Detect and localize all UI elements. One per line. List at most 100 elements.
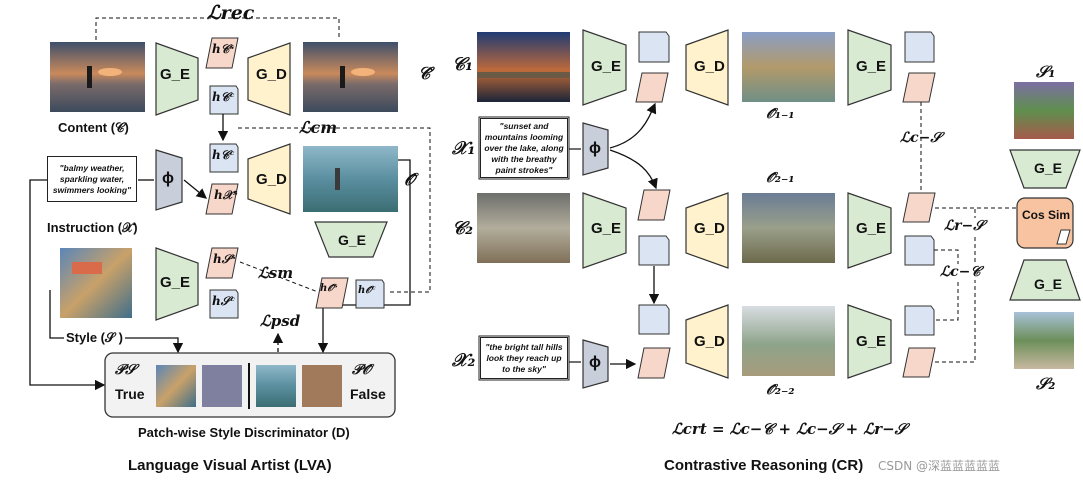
encoder-cr-3 xyxy=(582,192,627,269)
cr-title: Contrastive Reasoning (CR) xyxy=(664,457,864,474)
phi-cr-1 xyxy=(582,122,609,176)
feat-label-h-x-s: h𝒳ˢ xyxy=(214,188,238,202)
loss-rec: ℒrec xyxy=(207,2,255,24)
encoder-s2 xyxy=(1009,259,1081,301)
cr-feat-x2-s xyxy=(637,347,671,379)
cc-loss-line xyxy=(934,249,959,321)
loss-cs: ℒc−𝒮 xyxy=(900,130,942,146)
content-image-person xyxy=(87,66,92,88)
c2-symbol: 𝒞₂ xyxy=(452,218,474,239)
feat-h-c-c xyxy=(209,85,239,115)
disc-patch-3 xyxy=(256,365,296,407)
content-label: Content (𝒞) xyxy=(58,120,129,135)
encoder-cr-label-3: G_E xyxy=(591,220,622,237)
decoder-cr-label-2: G_D xyxy=(694,220,725,237)
arrow-phi-hx xyxy=(183,179,208,199)
instruction-label: Instruction (𝒳) xyxy=(47,220,138,235)
cos-sim-label: Cos Sim xyxy=(1022,208,1071,222)
feat-h-o-c xyxy=(355,279,385,309)
feat-h-o-s xyxy=(315,277,349,309)
cr-feat-c2-s xyxy=(637,189,671,221)
encoder-lva-1 xyxy=(155,42,199,116)
encoder-cr-label-5: G_E xyxy=(856,333,887,350)
feat-label-h-s-s: h𝒮ˢ xyxy=(213,252,236,266)
s1-symbol: 𝒮₁ xyxy=(1036,62,1056,81)
decoder-label-1: G_D xyxy=(256,66,287,83)
content-image xyxy=(50,42,145,112)
x2-symbol: 𝒳₂ xyxy=(452,350,476,371)
cr-feat-o21-c xyxy=(904,235,935,266)
c1-symbol: 𝒞₁ xyxy=(452,54,474,75)
decoder-cr-2 xyxy=(685,192,729,269)
s2-image xyxy=(1014,312,1074,369)
decoder-cr-3 xyxy=(685,304,729,379)
rs-loss-line-2 xyxy=(935,208,976,363)
disc-patch-4 xyxy=(302,365,342,407)
cr-feat-c2-c xyxy=(638,235,670,266)
disc-left-value: True xyxy=(115,386,145,402)
x1-text: "sunset and mountains looming over the l… xyxy=(480,118,568,178)
disc-right-value: False xyxy=(350,386,386,402)
disc-right-symbol: 𝒫𝒪̂ xyxy=(352,362,371,378)
feat-label-h-s-c: h𝒮ᶜ xyxy=(212,294,236,308)
cos-sim-feat-icon xyxy=(1056,229,1071,245)
cr-feat-o11-c xyxy=(904,31,935,63)
content-image-sun xyxy=(98,68,122,76)
output-to-disc-line xyxy=(317,159,411,354)
o11-image xyxy=(742,32,835,102)
recon-symbol: 𝒞̂ xyxy=(418,64,431,84)
cr-feat-o22-c xyxy=(904,305,935,336)
encoder-s1 xyxy=(1009,149,1081,189)
phi-to-o11-arrow xyxy=(609,102,657,149)
decoder-label-2: G_D xyxy=(256,171,287,188)
feat-h-s-c xyxy=(209,289,239,319)
encoder-lva-3 xyxy=(155,247,199,321)
feat-label-h-o-s: h𝒪̂ˢ xyxy=(320,283,338,294)
encoder-s2-label: G_E xyxy=(1034,276,1063,292)
encoder-label-under: G_E xyxy=(338,232,367,248)
cr-feat-c1-c xyxy=(638,31,670,63)
lva-instruction-text: "balmy weather, sparkling water, swimmer… xyxy=(47,156,137,202)
c1-image-bridge xyxy=(477,72,570,78)
loss-cm: ℒcm xyxy=(299,118,338,137)
encoder-cr-2 xyxy=(847,29,892,106)
total-loss-formula: ℒcrt = ℒc−𝒞 + ℒc−𝒮 + ℒr−𝒮 xyxy=(672,420,907,438)
cr-feat-x2-c xyxy=(638,304,670,335)
phi-cr-2 xyxy=(582,339,609,389)
loss-psd: ℒpsd xyxy=(260,312,301,330)
cr-feat-o21-s xyxy=(902,192,936,223)
encoder-cr-label-2: G_E xyxy=(856,58,887,75)
encoder-cr-label-4: G_E xyxy=(856,220,887,237)
o22-image xyxy=(742,306,835,376)
output-symbol: 𝒪̂ xyxy=(404,170,415,190)
cr-feat-o11-s xyxy=(902,72,936,103)
feat-h-c-s xyxy=(205,37,239,69)
o11-symbol: 𝒪̂₁₋₁ xyxy=(766,106,795,122)
feat-label-h-o-c: h𝒪̂ᶜ xyxy=(358,285,376,296)
cm-loss-line xyxy=(238,127,431,293)
style-label: Style (𝒮 ) xyxy=(64,330,126,346)
x1-symbol: 𝒳₁ xyxy=(452,138,476,159)
decoder-cr-label-1: G_D xyxy=(694,58,725,75)
decoder-lva-1 xyxy=(247,42,291,116)
watermark: CSDN @深蓝蓝蓝蓝蓝 xyxy=(878,459,1001,473)
instr-to-disc-line xyxy=(29,179,106,391)
feat-h-x-s xyxy=(205,183,239,215)
feat-h-s-s xyxy=(205,247,239,279)
encoder-label-3: G_E xyxy=(160,274,191,291)
feat-label-h-c-s: h𝒞ˢ xyxy=(212,42,235,56)
c1-image xyxy=(477,32,570,102)
feat-h-c-c-2 xyxy=(209,143,239,173)
loss-rs: ℒr−𝒮 xyxy=(944,218,985,234)
feat-label-h-c-c-2: h𝒞ᶜ xyxy=(212,148,235,162)
encoder-lva-under xyxy=(314,221,388,258)
decoder-cr-label-3: G_D xyxy=(694,333,725,350)
o22-symbol: 𝒪̂₂₋₂ xyxy=(766,382,795,398)
encoder-cr-1 xyxy=(582,29,627,106)
decoder-lva-2 xyxy=(247,143,291,215)
output-image-person xyxy=(335,168,340,190)
loss-cc: ℒc−𝒞 xyxy=(940,264,981,280)
discriminator-title: Patch-wise Style Discriminator (D) xyxy=(138,425,350,440)
disc-patch-2 xyxy=(202,365,242,407)
cr-feat-c1-s xyxy=(635,72,669,103)
